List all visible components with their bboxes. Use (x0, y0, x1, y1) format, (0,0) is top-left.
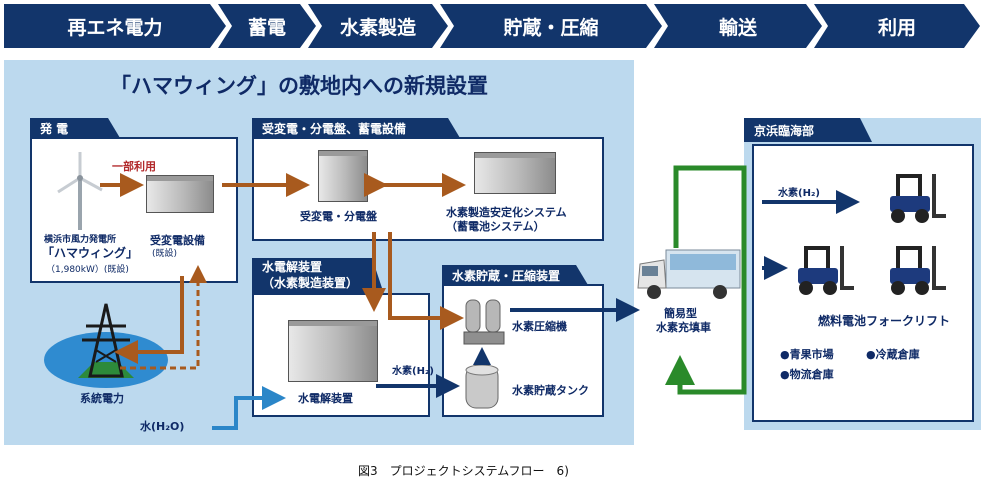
forklift-icon (890, 246, 946, 295)
distribution-panel (318, 150, 368, 202)
flow-step-production: 水素製造 (308, 4, 448, 48)
tab-compression: 水素貯蔵・圧縮装置 (442, 265, 588, 285)
arrow-substation-to-grid (114, 276, 184, 364)
wind-name-line2: 「ハマウィング」 (42, 246, 139, 260)
substation-equipment (146, 175, 214, 213)
flow-step-compression: 貯蔵・圧縮 (440, 4, 662, 48)
battery-system (474, 152, 556, 194)
wind-name-line3: （1,980kW）(既設) (46, 265, 129, 275)
keihin-box (752, 144, 974, 422)
wind-turbine-icon (57, 152, 103, 230)
flow-step-renewable: 再エネ電力 (4, 4, 226, 48)
electrolyzer-label: 水電解装置 (298, 392, 353, 405)
use-market: ●青果市場 (780, 348, 834, 361)
use-logistics: ●物流倉庫 (780, 368, 834, 381)
forklift-icon (798, 246, 854, 295)
battery-system-label-1: 水素製造安定化システム (446, 206, 567, 219)
truck-label-2: 水素充填車 (656, 321, 711, 334)
substation-label: 受変電設備 (150, 234, 205, 247)
distribution-panel-label: 受変電・分電盤 (300, 210, 377, 223)
forklift-label: 燃料電池フォークリフト (818, 314, 951, 328)
flow-step-transport: 輸送 (654, 4, 822, 48)
grid-power-label: 系統電力 (80, 392, 124, 405)
use-cold-storage: ●冷蔵倉庫 (866, 348, 920, 361)
truck-label-1: 簡易型 (664, 307, 697, 320)
battery-system-label-2: （蓄電池システム） (446, 220, 545, 233)
tank-label: 水素貯蔵タンク (512, 384, 589, 397)
electrolyzer-device (288, 320, 378, 382)
main-title: 「ハマウィング」の敷地内への新規設置 (110, 74, 488, 98)
arrow-grid-to-substation (120, 265, 207, 370)
flow-step-use: 利用 (814, 4, 980, 48)
arrow-water-input (212, 386, 286, 430)
hydrogen-truck-icon (637, 249, 741, 299)
partial-use-label: 一部利用 (112, 160, 156, 173)
hydrogen-label-left: 水素(H₂) (392, 366, 434, 377)
storage-tank-icon (465, 364, 499, 409)
figure-caption: 図3 プロジェクトシステムフロー 6) (358, 464, 569, 478)
hydrogen-label-right: 水素(H₂) (778, 188, 820, 199)
substation-note: (既設) (152, 249, 178, 259)
tab-storage: 受変電・分電盤、蓄電設備 (252, 118, 460, 138)
forklift-icon (890, 174, 946, 223)
flow-step-storage: 蓄電 (218, 4, 316, 48)
water-label: 水(H₂O) (140, 420, 185, 433)
compressor-icon (463, 299, 505, 345)
truck-loop-arrow (665, 165, 747, 395)
arrow-panel-to-compressor (388, 232, 464, 330)
tab-generation: 発 電 (30, 118, 120, 138)
compressor-label: 水素圧縮機 (512, 320, 567, 333)
tab-keihin: 京浜臨海部 (744, 118, 872, 142)
wind-name-line1: 横浜市風力発電所 (44, 235, 117, 245)
